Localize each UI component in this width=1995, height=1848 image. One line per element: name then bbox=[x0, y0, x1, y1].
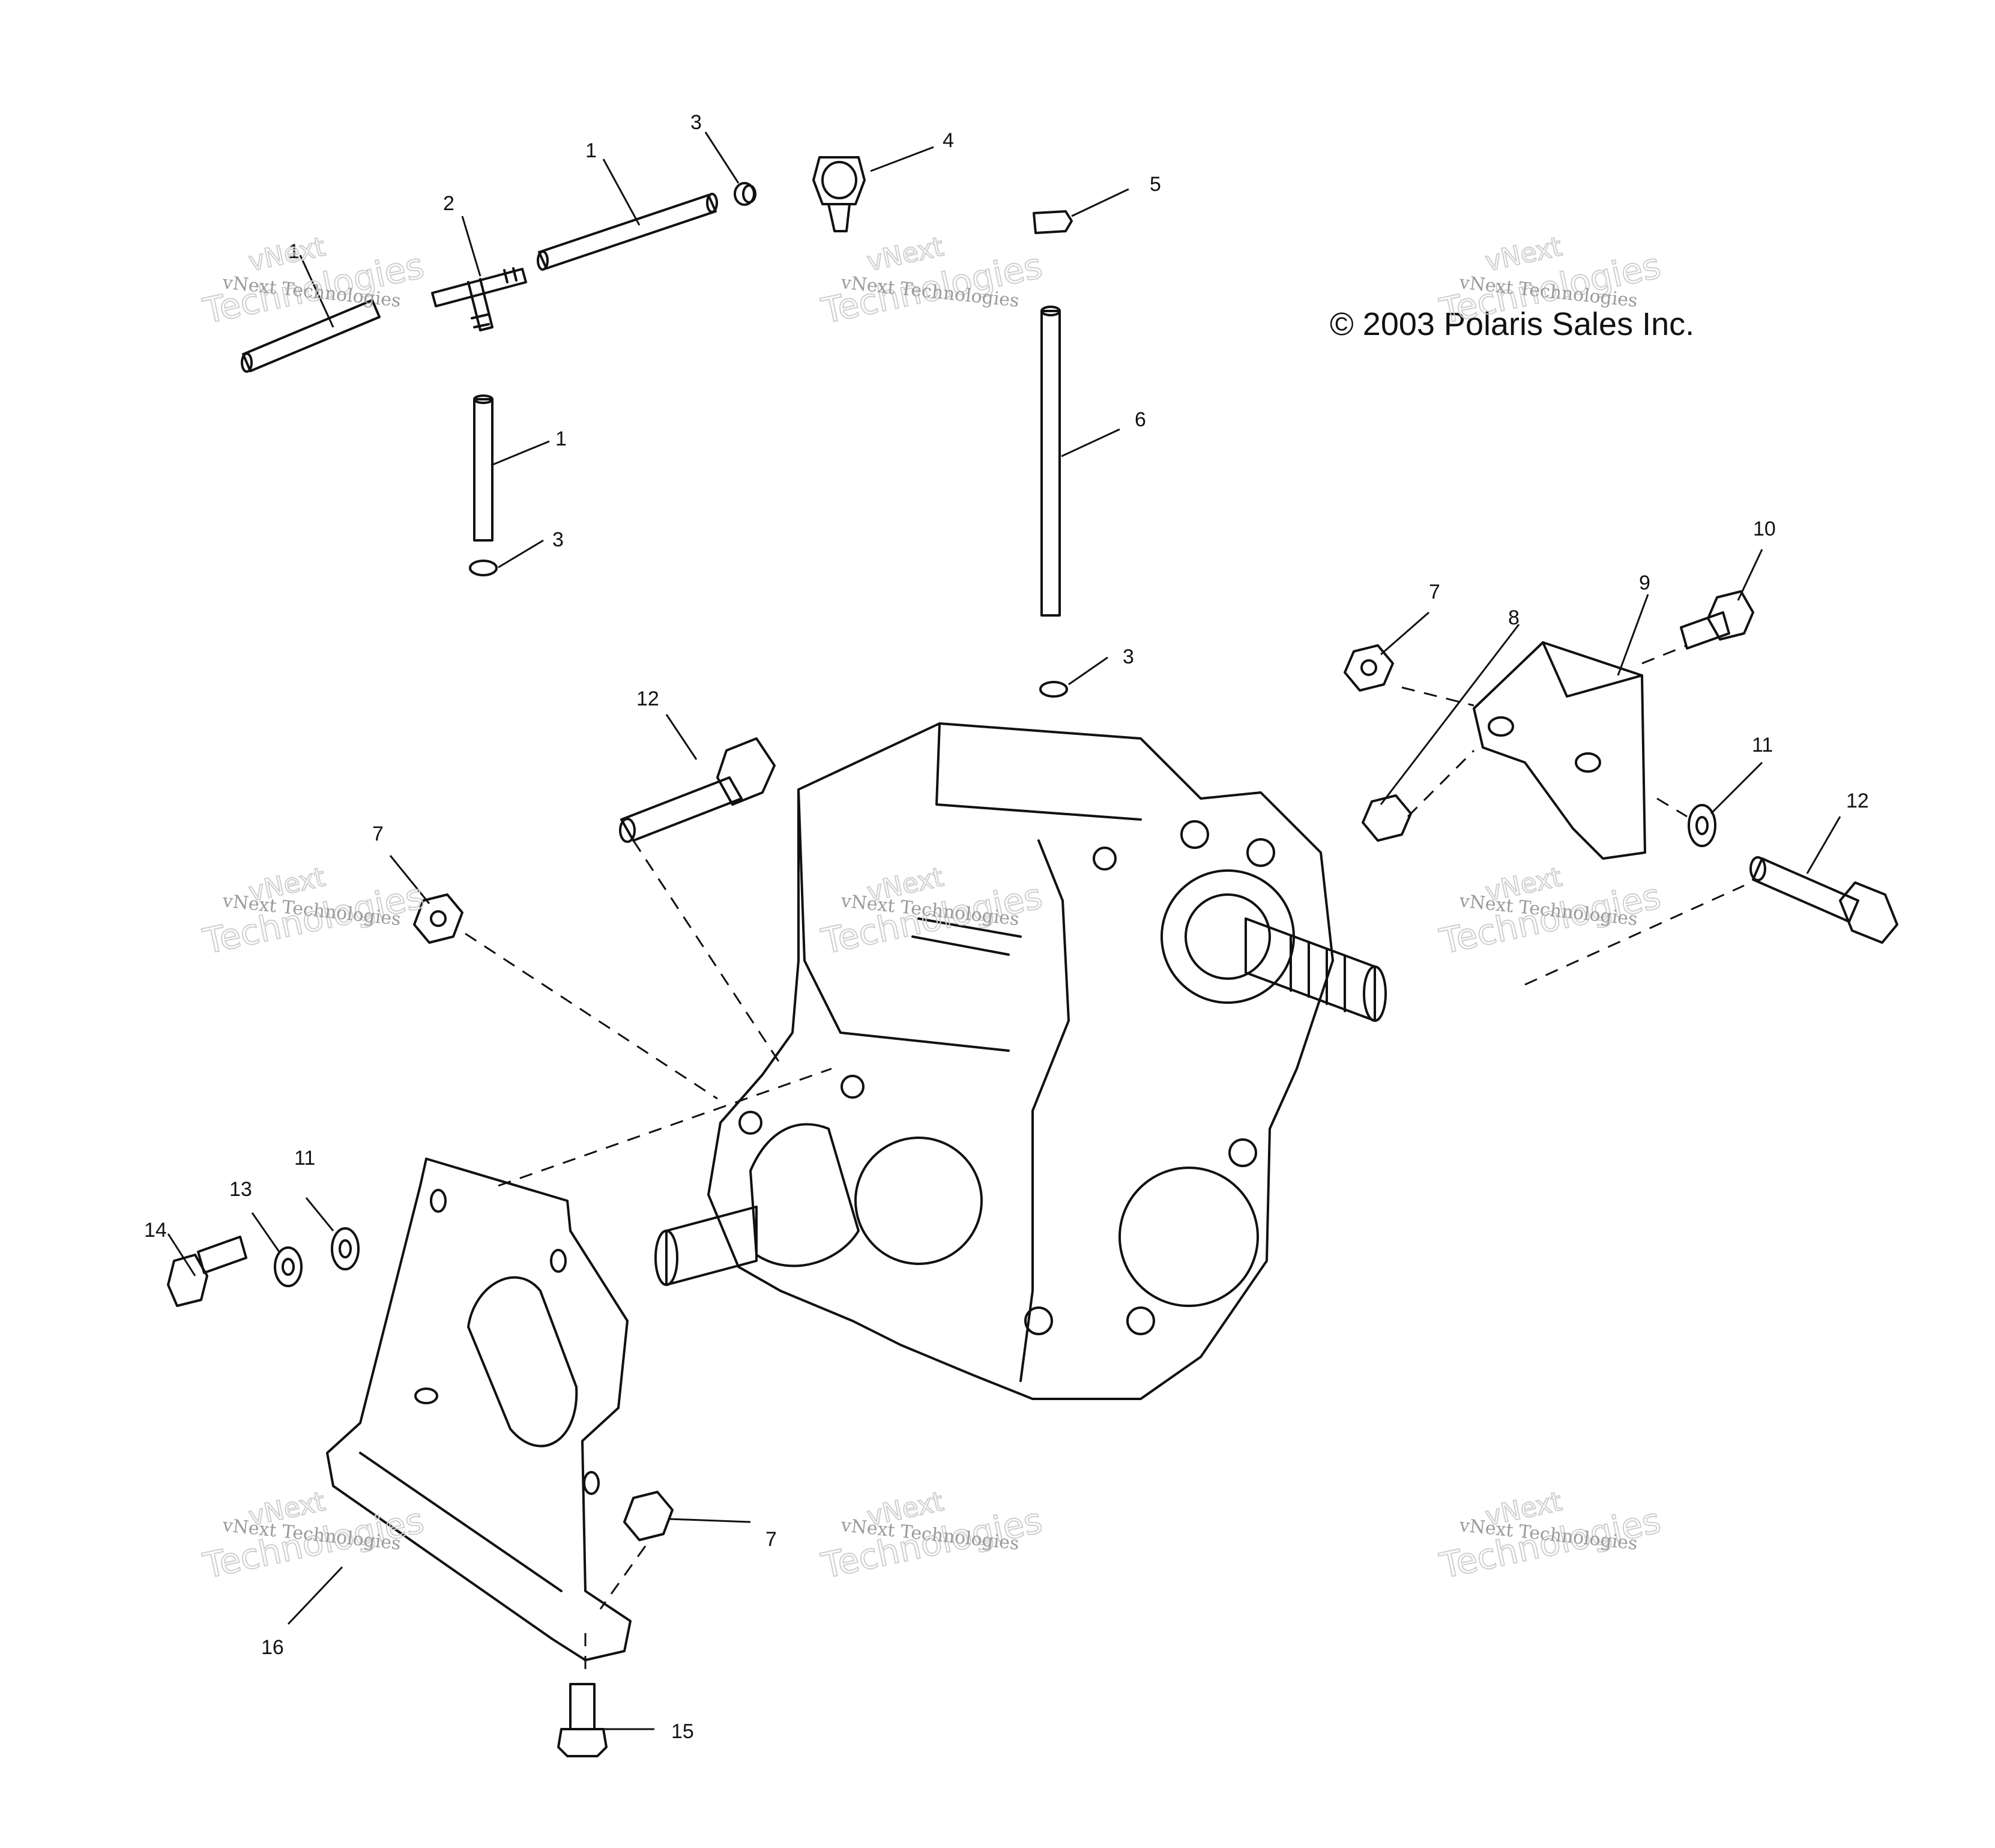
callout-1-a: 1 bbox=[288, 240, 300, 263]
callout-numbers: 1 2 1 3 4 5 1 3 6 3 12 7 7 8 9 10 11 12 … bbox=[144, 111, 1869, 1743]
callout-7-c: 7 bbox=[765, 1528, 777, 1551]
callout-1-c: 1 bbox=[555, 427, 567, 450]
output-shaft-left bbox=[654, 1206, 758, 1286]
callout-11-b: 11 bbox=[294, 1147, 315, 1170]
hose-clip-bracket bbox=[812, 156, 866, 232]
callout-3-a: 3 bbox=[690, 111, 702, 134]
nut-7-bottom bbox=[623, 1491, 674, 1541]
bolt-12-left bbox=[619, 737, 776, 843]
assembly-guide-lines bbox=[465, 644, 1745, 1678]
flange-nut-8 bbox=[1362, 794, 1412, 842]
transmission-gearcase bbox=[707, 722, 1334, 1400]
washer-11-left bbox=[331, 1227, 360, 1270]
copyright-notice: © 2003 Polaris Sales Inc. bbox=[1330, 306, 1694, 342]
callout-9: 9 bbox=[1639, 572, 1650, 594]
mount-bracket-16 bbox=[326, 1158, 632, 1661]
callout-10: 10 bbox=[1753, 518, 1776, 540]
callout-1-b: 1 bbox=[585, 139, 597, 162]
callout-6: 6 bbox=[1135, 408, 1146, 431]
vent-hose-vertical bbox=[473, 394, 493, 542]
nut-7-right bbox=[1344, 644, 1394, 692]
washer-13 bbox=[274, 1246, 303, 1287]
callout-3-c: 3 bbox=[1123, 645, 1134, 668]
callout-7-a: 7 bbox=[372, 823, 384, 845]
hose-clamp-3b bbox=[1039, 681, 1068, 698]
vent-hose-long bbox=[1040, 306, 1061, 617]
callout-7-b: 7 bbox=[1429, 581, 1440, 603]
bolt-15 bbox=[557, 1683, 608, 1757]
callout-11-a: 11 bbox=[1752, 734, 1773, 756]
hose-clamp-5 bbox=[1033, 210, 1073, 234]
tee-fitting bbox=[431, 267, 527, 331]
callout-12-a: 12 bbox=[636, 687, 659, 710]
callout-3-b: 3 bbox=[552, 528, 564, 551]
bracket-9 bbox=[1473, 641, 1646, 860]
bolt-12-right bbox=[1749, 856, 1898, 944]
hose-clamp-top bbox=[734, 182, 756, 206]
washer-11-right bbox=[1688, 804, 1716, 847]
callout-16: 16 bbox=[261, 1636, 284, 1659]
vent-hose-top bbox=[537, 193, 718, 271]
callout-4: 4 bbox=[943, 129, 954, 152]
callout-13: 13 bbox=[229, 1178, 252, 1201]
hose-clamp-lower bbox=[469, 560, 498, 576]
callout-leaders bbox=[167, 131, 1841, 1730]
callout-12-b: 12 bbox=[1846, 790, 1869, 812]
callout-14: 14 bbox=[144, 1219, 167, 1242]
watermark-group: vNext Technologies vNext Technologies vN… bbox=[199, 231, 1665, 1587]
callout-15: 15 bbox=[671, 1720, 694, 1743]
callout-2: 2 bbox=[443, 192, 454, 215]
output-shaft-right bbox=[1245, 917, 1387, 1022]
watermark-5: vNext Technologies bbox=[817, 861, 1046, 962]
nut-7-left bbox=[413, 893, 463, 944]
callout-5: 5 bbox=[1150, 173, 1161, 196]
callout-8: 8 bbox=[1508, 606, 1520, 629]
bolt-14 bbox=[167, 1236, 247, 1307]
bolt-10 bbox=[1680, 590, 1754, 650]
